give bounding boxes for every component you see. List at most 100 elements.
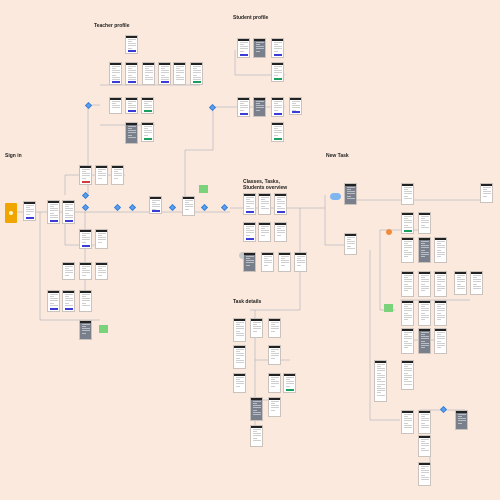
screen-content-line (127, 128, 132, 129)
screen-content-line (245, 199, 250, 200)
screen-content-line (175, 70, 184, 72)
wireframe-screen (125, 122, 138, 144)
screen-content-line (113, 168, 122, 170)
screen-status-bar (419, 272, 430, 274)
screen-content-line (127, 65, 136, 67)
screen-content-line (376, 372, 381, 374)
screen-content-line (270, 381, 279, 383)
screen-content-line (49, 298, 58, 300)
screen-content-line (403, 283, 408, 285)
wireframe-screen (374, 360, 387, 402)
screen-content-line (270, 405, 279, 407)
screen-status-bar (244, 194, 255, 196)
wireframe-screen (271, 122, 284, 142)
screen-content-line (403, 215, 412, 217)
screen-content-line (263, 262, 272, 264)
screen-content-line (472, 285, 481, 287)
screen-content-line (260, 230, 269, 232)
wireframe-screen (158, 62, 171, 85)
screen-content-line (472, 277, 477, 278)
screen-content-line (235, 376, 244, 378)
screen-content-line (376, 363, 385, 365)
screen-content-line (346, 245, 351, 247)
screen-content-line (403, 243, 408, 244)
screen-content-line (81, 328, 90, 330)
screen-content-line (403, 218, 408, 219)
screen-content-line (151, 208, 156, 210)
screen-content-line (97, 274, 102, 276)
screen-content-line (420, 445, 429, 447)
screen-status-bar (238, 39, 249, 41)
screen-content-line (252, 400, 261, 402)
screen-content-line (472, 283, 477, 285)
screen-content-line (420, 243, 425, 244)
screen-content-line (192, 76, 201, 78)
screen-content-line (403, 345, 412, 346)
screen-content-line (420, 240, 429, 242)
screen-content-line (127, 100, 136, 102)
screen-status-bar (174, 63, 185, 65)
screen-content-line (245, 207, 254, 209)
screen-content-line (436, 347, 441, 348)
screen-content-line (346, 247, 355, 249)
wireframe-screen (237, 38, 250, 58)
screen-content-line (144, 70, 153, 72)
screen-content-line (276, 196, 285, 198)
screen-content-line (49, 212, 54, 214)
screen-content-line (403, 193, 412, 195)
screen-content-line (285, 376, 294, 378)
screen-primary-button (403, 230, 412, 232)
screen-content-line (420, 418, 429, 420)
screen-content-line (403, 288, 412, 289)
screen-content-line (403, 256, 408, 257)
wireframe-screen (480, 183, 493, 203)
screen-content-line (49, 210, 58, 212)
screen-content-line (420, 285, 429, 287)
screen-content-line (420, 347, 425, 348)
screen-content-line (245, 230, 254, 232)
screen-content-line (184, 208, 189, 210)
screen-content-line (403, 191, 412, 193)
wireframe-screen (401, 410, 414, 434)
screen-status-bar (375, 361, 386, 363)
screen-content-line (420, 218, 425, 219)
screen-content-line (143, 100, 152, 102)
screen-content-line (97, 168, 106, 170)
screen-content-line (81, 239, 90, 241)
screen-content-line (376, 381, 385, 383)
screen-content-line (64, 212, 69, 214)
wireframe-screen (268, 345, 281, 365)
screen-status-bar (80, 263, 91, 265)
screen-content-line (403, 195, 408, 197)
screen-status-bar (295, 253, 306, 255)
screen-content-line (420, 306, 425, 307)
wireframe-screen (271, 62, 284, 82)
screen-content-line (245, 234, 250, 236)
screen-content-line (403, 342, 412, 344)
screen-content-line (276, 234, 281, 236)
screen-content-line (403, 290, 408, 291)
screen-primary-button (239, 113, 248, 115)
screen-status-bar (126, 63, 137, 65)
screen-content-line (245, 262, 254, 264)
screen-content-line (144, 74, 149, 76)
screen-content-line (81, 326, 86, 327)
wireframe-screen (62, 200, 75, 224)
sticky-note (199, 185, 208, 193)
screen-content-line (127, 136, 136, 138)
screen-content-line (403, 366, 408, 367)
screen-content-line (403, 251, 412, 253)
screen-status-bar (402, 361, 413, 363)
screen-content-line (420, 274, 429, 276)
wireframe-screen (401, 212, 414, 234)
screen-content-line (376, 374, 385, 376)
screen-content-line (81, 241, 86, 243)
screen-status-bar (272, 123, 283, 125)
screen-content-line (25, 207, 30, 208)
screen-status-bar (80, 291, 91, 293)
wireframe-screen (261, 252, 274, 272)
screen-content-line (113, 173, 122, 175)
screen-content-line (403, 303, 412, 305)
screen-content-line (64, 296, 69, 297)
screen-content-line (127, 72, 136, 74)
